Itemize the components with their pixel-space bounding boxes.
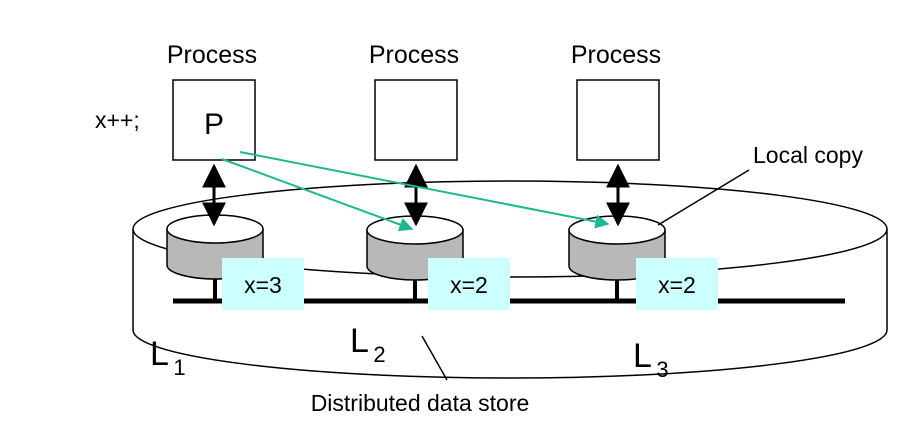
process-label-p: P — [204, 108, 224, 141]
process-box-3 — [576, 79, 660, 161]
store-name-2-index: 2 — [373, 342, 385, 367]
store-name-3-letter: L — [633, 337, 652, 375]
value-label-1: x=3 — [244, 272, 282, 298]
process-title-2: Process — [369, 41, 459, 69]
local-copy-pointer — [657, 169, 750, 226]
local-copy-label: Local copy — [753, 142, 863, 168]
process-box-2 — [374, 79, 458, 161]
value-box-1: x=3 — [222, 258, 304, 310]
value-label-2: x=2 — [450, 272, 488, 298]
store-name-3-index: 3 — [656, 357, 668, 382]
data-store-pointer — [421, 335, 448, 381]
svg-text:L 3: L 3 — [633, 337, 669, 382]
value-box-2: x=2 — [428, 258, 510, 310]
operation-label: x++; — [95, 107, 140, 133]
store-name-1-letter: L — [150, 335, 169, 373]
store-name-2: L 2 — [350, 322, 386, 367]
process-box-1: P — [172, 79, 256, 161]
value-label-3: x=2 — [658, 272, 696, 298]
propagation-arrow-to-store-3 — [239, 151, 610, 229]
value-box-3: x=2 — [636, 258, 718, 310]
process-title-1: Process — [167, 41, 257, 69]
process-title-3: Process — [571, 41, 661, 69]
svg-text:L 1: L 1 — [150, 335, 186, 380]
store-name-1: L 1 — [150, 335, 186, 380]
propagation-arrow-to-store-2 — [221, 158, 414, 232]
store-name-1-index: 1 — [173, 355, 185, 380]
data-store-label: Distributed data store — [311, 390, 530, 416]
svg-text:L 2: L 2 — [350, 322, 386, 367]
store-name-3: L 3 — [633, 337, 669, 382]
store-name-2-letter: L — [350, 322, 369, 360]
